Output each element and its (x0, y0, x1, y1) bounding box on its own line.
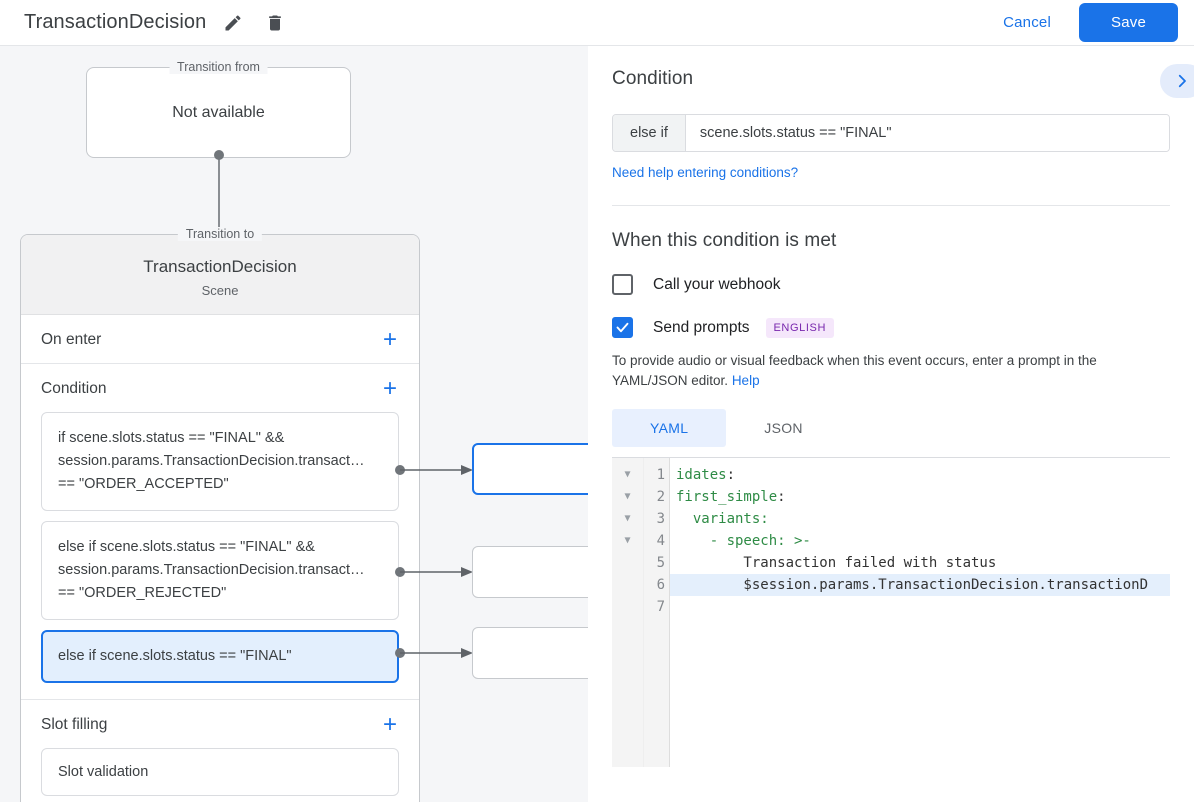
top-bar-actions: Cancel Save (985, 3, 1194, 42)
tab-json[interactable]: JSON (764, 420, 803, 436)
line-number: 1 (656, 467, 665, 483)
panel-header: Condition else if Need help entering con… (588, 46, 1194, 206)
add-slot-filling-button[interactable]: + (382, 711, 397, 738)
tab-yaml[interactable]: YAML (612, 409, 727, 447)
panel-title: Condition (612, 68, 694, 89)
code-line[interactable] (670, 596, 1170, 618)
condition-edge-1 (395, 465, 473, 475)
cancel-button[interactable]: Cancel (985, 4, 1069, 41)
condition-detail-panel: Condition else if Need help entering con… (588, 46, 1194, 802)
page-title: TransactionDecision (24, 11, 207, 33)
fold-toggle-icon[interactable]: ▼ (624, 535, 631, 546)
scene-card: Transition to TransactionDecision Scene … (20, 227, 420, 802)
transition-from-box: Transition from Not available (86, 60, 351, 158)
flow-node-selected[interactable] (472, 443, 588, 495)
transition-to-legend: Transition to (177, 227, 263, 241)
line-number: 2 (656, 489, 665, 505)
trash-icon[interactable] (260, 8, 290, 38)
line-number: 4 (656, 533, 665, 549)
code-line[interactable]: Transaction failed with status (676, 555, 997, 571)
pencil-icon[interactable] (218, 8, 248, 38)
transition-from-value: Not available (172, 103, 265, 121)
send-prompts-checkbox[interactable] (612, 317, 633, 338)
code-line[interactable]: first_simple: (676, 489, 786, 505)
line-number: 3 (656, 511, 665, 527)
condition-prefix-label: else if (613, 115, 686, 151)
section-on-enter: On enter + (21, 315, 419, 364)
condition-edge-2 (395, 567, 473, 577)
condition-card[interactable]: else if scene.slots.status == "FINAL" &&… (41, 521, 399, 620)
code-line[interactable]: - speech: >- (709, 533, 811, 549)
fold-toggle-icon[interactable]: ▼ (624, 469, 631, 480)
condition-help-link[interactable]: Need help entering conditions? (612, 165, 799, 180)
line-number: 7 (656, 599, 665, 615)
transition-from-legend: Transition from (169, 60, 268, 74)
code-line[interactable]: variants: (692, 511, 769, 527)
line-number: 6 (656, 577, 665, 593)
section-title-slot-filling: Slot filling (41, 716, 108, 733)
send-prompts-label: Send prompts (653, 318, 750, 336)
code-editor[interactable]: ▼ ▼ ▼ ▼ 1 2 3 4 5 6 7 idates: first_simpl… (612, 457, 1170, 767)
top-bar: TransactionDecision Cancel Save (0, 0, 1194, 46)
editor-code-area[interactable]: idates: first_simple: variants: - speech:… (670, 458, 1170, 767)
panel-body: When this condition is met Call your web… (588, 206, 1194, 767)
add-condition-button[interactable]: + (382, 375, 397, 402)
scene-header: TransactionDecision Scene (21, 235, 419, 315)
scene-type: Scene (201, 283, 239, 298)
fold-spacer (612, 552, 643, 574)
scene-canvas[interactable]: Transition from Not available Transition… (0, 46, 588, 802)
condition-expression-row: else if (612, 114, 1170, 152)
condition-edge-3 (395, 648, 473, 658)
add-on-enter-button[interactable]: + (382, 326, 397, 353)
section-condition: Condition + if scene.slots.status == "FI… (21, 364, 419, 700)
fold-toggle-icon[interactable]: ▼ (624, 491, 631, 502)
prompts-help-link[interactable]: Help (731, 373, 760, 388)
fold-spacer (612, 574, 643, 596)
editor-fold-gutter[interactable]: ▼ ▼ ▼ ▼ (612, 458, 644, 767)
code-line[interactable]: idates: (676, 467, 736, 483)
prompts-description: To provide audio or visual feedback when… (612, 351, 1170, 391)
fold-spacer (612, 596, 643, 618)
language-badge: ENGLISH (765, 317, 834, 338)
panel-divider (612, 205, 1170, 206)
editor-line-numbers: 1 2 3 4 5 6 7 (644, 458, 670, 767)
flow-node[interactable] (472, 546, 588, 598)
fold-toggle-icon[interactable]: ▼ (624, 513, 631, 524)
call-webhook-checkbox[interactable] (612, 274, 633, 295)
flow-node[interactable] (472, 627, 588, 679)
call-webhook-label: Call your webhook (653, 275, 781, 293)
webhook-row[interactable]: Call your webhook (612, 274, 1170, 295)
scene-name: TransactionDecision (143, 257, 297, 276)
save-button[interactable]: Save (1079, 3, 1178, 42)
section-title-condition: Condition (41, 380, 107, 397)
send-prompts-row[interactable]: Send prompts ENGLISH (612, 317, 1170, 338)
code-line[interactable]: $session.params.TransactionDecision.tran… (670, 574, 1170, 596)
condition-card-selected[interactable]: else if scene.slots.status == "FINAL" (41, 630, 399, 683)
when-condition-met-title: When this condition is met (612, 230, 837, 251)
editor-format-tabs: YAML JSON (612, 409, 1170, 447)
section-slot-filling: Slot filling + Slot validation (21, 700, 419, 802)
prompts-description-text: To provide audio or visual feedback when… (612, 353, 1097, 388)
section-title-on-enter: On enter (41, 331, 102, 348)
condition-expression-input[interactable] (685, 115, 1169, 151)
line-number: 5 (656, 555, 665, 571)
slot-validation-card[interactable]: Slot validation (41, 748, 399, 796)
condition-card[interactable]: if scene.slots.status == "FINAL" && sess… (41, 412, 399, 511)
chevron-right-icon[interactable] (1160, 64, 1194, 98)
